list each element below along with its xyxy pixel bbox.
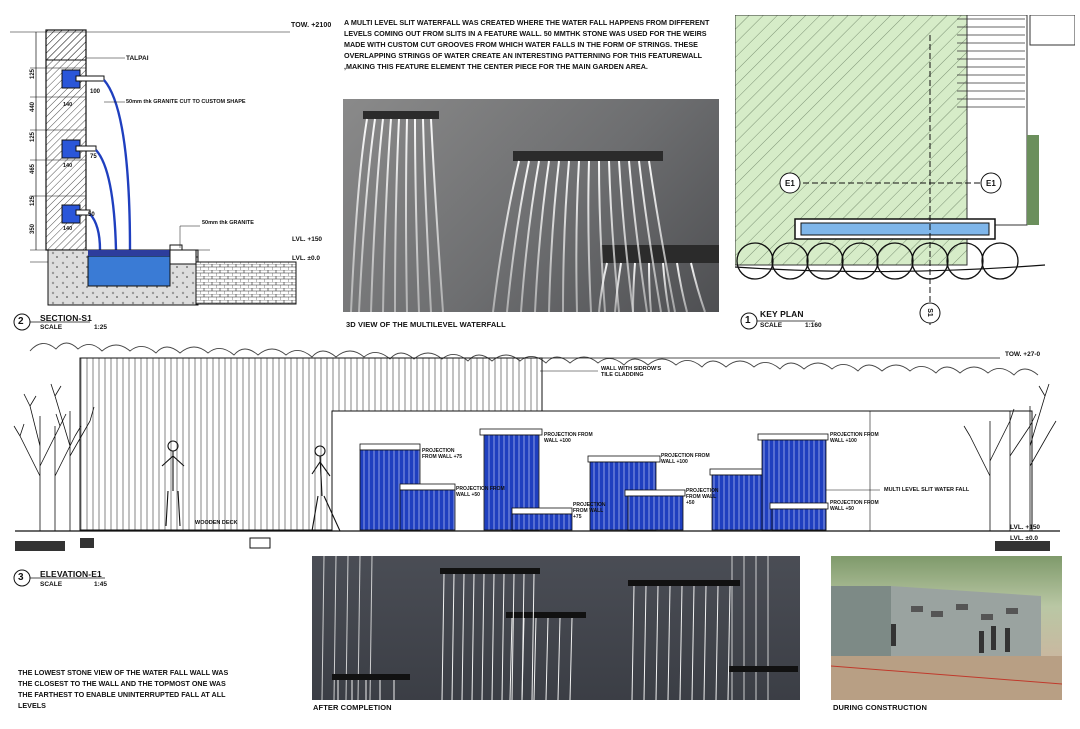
box-label: 140 <box>63 163 73 169</box>
section-title: SECTION-S1 <box>40 313 93 323</box>
keyplan-title: KEY PLAN <box>760 309 804 319</box>
description-top: A MULTI LEVEL SLIT WATERFALL WAS CREATED… <box>344 18 710 71</box>
projection-label: PROJECTION FROM WALL +100 <box>830 432 879 444</box>
elevation-scale-label: SCALE <box>40 581 63 588</box>
key-plan-drawing <box>735 15 1075 330</box>
box-label: 140 <box>63 102 73 108</box>
keyplan-scale-value: 1:160 <box>805 322 822 329</box>
elevation-title: ELEVATION-E1 <box>40 569 102 579</box>
keyplan-number: 1 <box>745 315 751 326</box>
section-lvl-0: LVL. ±0.0 <box>292 255 321 262</box>
box-label: 140 <box>63 226 73 232</box>
during-construction-caption: DURING CONSTRUCTION <box>833 703 927 712</box>
elevation-lvl-0: LVL. ±0.0 <box>1010 535 1039 542</box>
granite-note: 50mm thk GRANITE CUT TO CUSTOM SHAPE <box>126 99 246 105</box>
section-number: 2 <box>18 316 24 327</box>
keyplan-s1: S1 <box>925 308 933 317</box>
elevation-e1-drawing <box>13 342 1060 587</box>
deck-label: WOODEN DECK <box>195 520 238 526</box>
keyplan-e1-right: E1 <box>986 179 996 188</box>
keyplan-scale-label: SCALE <box>760 322 783 329</box>
cladding-label: WALL WITH SIDROW'S TILE CLADDING <box>601 366 662 378</box>
during-construction-image <box>831 556 1062 700</box>
dim-label: 125 <box>30 68 37 80</box>
after-completion-image <box>312 556 800 700</box>
projection-label: PROJECTION FROM WALL +75 <box>422 448 463 460</box>
dim-label: 125 <box>30 195 37 207</box>
projection-label: PROJECTION FROM WALL +75 <box>573 502 606 520</box>
projection-label: PROJECTION FROM WALL +50 <box>686 488 719 506</box>
elevation-tow: TOW. +27-0 <box>1005 351 1041 358</box>
dim-label: 440 <box>30 101 37 113</box>
granite-note-2: 50mm thk GRANITE <box>202 220 254 226</box>
section-scale-value: 1:25 <box>94 324 108 331</box>
3d-view-image <box>343 99 719 312</box>
talpai-label: TALPAI <box>126 55 149 62</box>
dim-label: 465 <box>30 163 37 175</box>
projection-label: PROJECTION FROM WALL +50 <box>830 500 879 512</box>
section-lvl-150: LVL. +150 <box>292 236 323 243</box>
projection-label: PROJECTION FROM WALL +100 <box>661 453 710 465</box>
section-tow-label: TOW. +2100 <box>291 22 332 29</box>
dim-label: 350 <box>30 223 37 235</box>
projection-label: PROJECTION FROM WALL +100 <box>544 432 593 444</box>
elevation-scale-value: 1:45 <box>94 581 108 588</box>
keyplan-e1-left: E1 <box>785 179 795 188</box>
section-scale-label: SCALE <box>40 324 63 331</box>
elevation-number: 3 <box>18 572 24 583</box>
dim-inner: 100 <box>90 89 101 95</box>
dim-label: 125 <box>30 131 37 143</box>
description-bottom: THE LOWEST STONE VIEW OF THE WATER FALL … <box>18 668 229 710</box>
dim-inner: 50 <box>88 212 95 218</box>
section-s1-drawing <box>10 29 297 331</box>
dim-inner: 75 <box>90 154 97 160</box>
elevation-lvl-150: LVL. +150 <box>1010 524 1041 531</box>
after-completion-caption: AFTER COMPLETION <box>313 703 392 712</box>
multi-level-label: MULTI LEVEL SLIT WATER FALL <box>884 487 970 493</box>
projection-label: PROJECTION FROM WALL +50 <box>456 486 505 498</box>
3d-view-caption: 3D VIEW OF THE MULTILEVEL WATERFALL <box>346 320 506 329</box>
